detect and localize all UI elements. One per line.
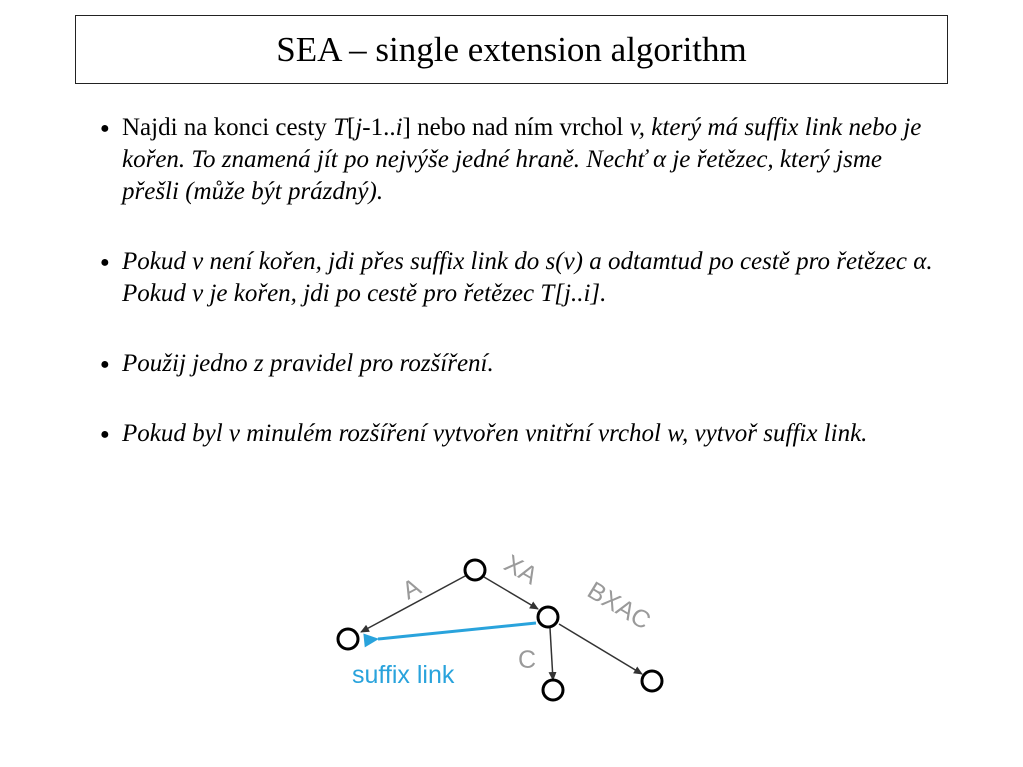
bullet-text-part: j [355, 114, 363, 141]
bullet-text-part: [ [346, 114, 356, 141]
bullet-text-part: v, který má suffix link nebo je kořen. T… [122, 114, 922, 205]
title-box: SEA – single extension algorithm [75, 15, 948, 84]
edge-label-a: A [398, 573, 426, 606]
node-mid [536, 605, 560, 629]
bullet-item: ● Najdi na konci cesty T[j-1..i] nebo na… [96, 112, 936, 208]
bullet-text-part: -1.. [362, 114, 396, 141]
bullet-dot: ● [100, 426, 110, 443]
node-bottom [541, 678, 565, 702]
bullet-text-part: Pokud v není kořen, jdi přes suffix link… [122, 248, 933, 307]
edge-mid-to-right [558, 623, 643, 675]
node-right [640, 669, 664, 693]
bullet-dot: ● [100, 120, 110, 137]
bullet-text-part: ] nebo nad ním vrchol [402, 114, 630, 141]
suffix-link-arrow [363, 621, 537, 648]
edge-label-c: C [518, 646, 536, 674]
bullet-text-part: Pokud byl v minulém rozšíření vytvořen v… [122, 420, 868, 447]
suffix-link-label: suffix link [352, 661, 455, 689]
bullet-text-part: Použij jedno z pravidel pro rozšíření. [122, 350, 494, 377]
node-left [336, 627, 360, 651]
edge-label-xa: XA [499, 549, 542, 590]
edge-root-to-left [360, 574, 468, 633]
edge-mid-to-bottom [548, 627, 557, 681]
bullet-dot: ● [100, 254, 110, 271]
bullet-text-part: Najdi na konci cesty [122, 114, 334, 141]
edge-label-bxac: BXAC [583, 576, 656, 635]
bullet-item: ● Pokud v není kořen, jdi přes suffix li… [96, 246, 936, 310]
bullet-item: ● Použij jedno z pravidel pro rozšíření. [96, 348, 936, 380]
bullet-text-part: i [395, 114, 403, 141]
bullet-text-part: T [333, 114, 347, 141]
slide-title: SEA – single extension algorithm [276, 29, 747, 69]
edge-root-to-mid [483, 576, 539, 610]
bullet-dot: ● [100, 356, 110, 373]
node-root [463, 558, 487, 582]
bullet-item: ● Pokud byl v minulém rozšíření vytvořen… [96, 418, 936, 450]
bullet-list: ● Najdi na konci cesty T[j-1..i] nebo na… [96, 112, 936, 488]
